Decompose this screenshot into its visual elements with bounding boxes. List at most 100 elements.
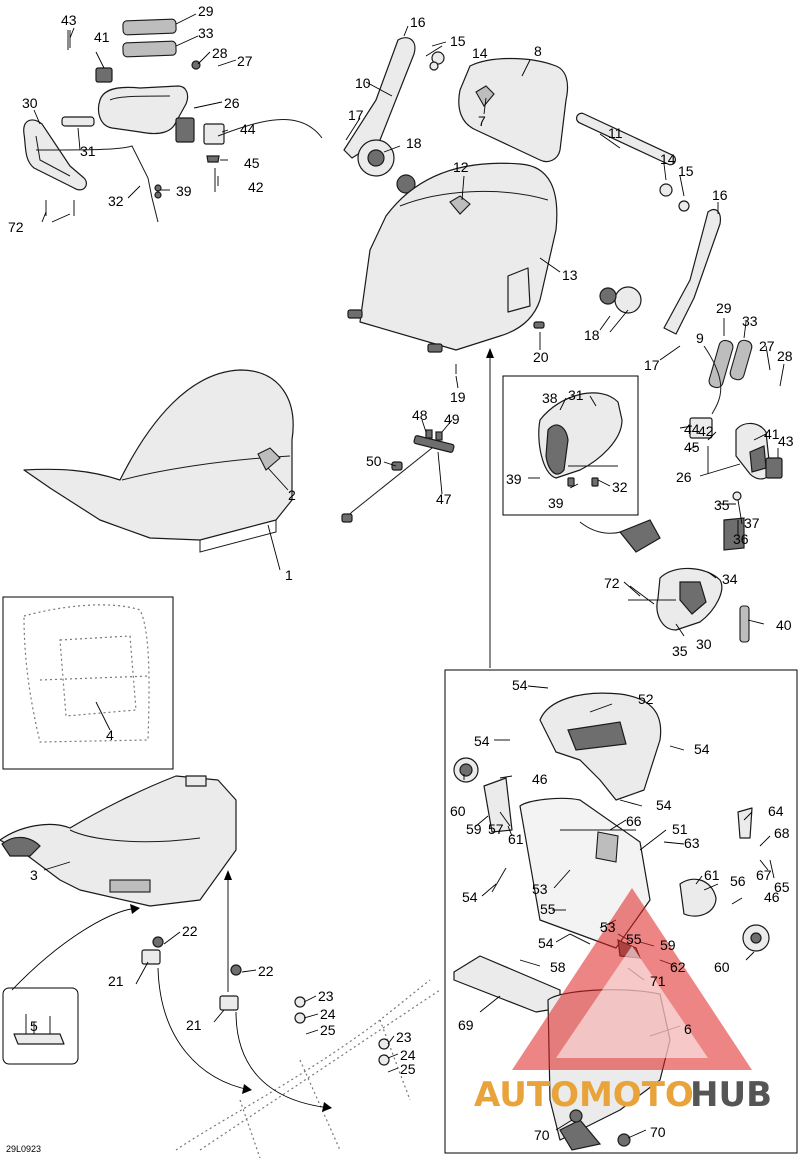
callout-32b: 32 xyxy=(612,479,628,495)
callout-54c: 54 xyxy=(694,741,710,757)
callout-36: 36 xyxy=(733,531,749,547)
callout-59b: 59 xyxy=(660,937,676,953)
seat-base xyxy=(0,775,242,1045)
callout-72a: 72 xyxy=(8,219,24,235)
callout-29b: 29 xyxy=(716,300,732,316)
callout-54d: 54 xyxy=(656,797,672,813)
detail-frame-right xyxy=(444,669,798,1154)
detail-frame-center xyxy=(502,375,639,516)
callout-43a: 43 xyxy=(61,12,77,28)
callout-60a: 60 xyxy=(450,803,466,819)
callout-34: 34 xyxy=(722,571,738,587)
callout-22a: 22 xyxy=(182,923,198,939)
detail-frame-left xyxy=(2,596,174,770)
callout-24b: 24 xyxy=(400,1047,416,1063)
chassis-outline xyxy=(175,979,441,1158)
callout-21b: 21 xyxy=(186,1017,202,1033)
callout-54a: 54 xyxy=(512,677,528,693)
callout-19: 19 xyxy=(450,389,466,405)
callout-69: 69 xyxy=(458,1017,474,1033)
callout-54e: 54 xyxy=(462,889,478,905)
callout-45b: 45 xyxy=(684,439,700,455)
callout-42a: 42 xyxy=(248,179,264,195)
backrest-assembly xyxy=(343,37,721,374)
callout-65: 65 xyxy=(774,879,790,895)
callout-17a: 17 xyxy=(348,107,364,123)
callout-55b: 55 xyxy=(626,931,642,947)
callout-9: 9 xyxy=(696,330,704,346)
callout-23a: 23 xyxy=(318,988,334,1004)
left-detail-content xyxy=(23,604,151,743)
callout-64: 64 xyxy=(768,803,784,819)
callout-6: 6 xyxy=(684,1021,692,1037)
callout-54b: 54 xyxy=(474,733,490,749)
callout-39b: 39 xyxy=(506,471,522,487)
callout-62: 62 xyxy=(670,959,686,975)
watermark-text-left: AUTOMOTO xyxy=(474,1075,694,1115)
callout-61a: 61 xyxy=(508,831,524,847)
callout-2: 2 xyxy=(288,487,296,503)
callout-55a: 55 xyxy=(540,901,556,917)
callout-68: 68 xyxy=(774,825,790,841)
callout-46b: 46 xyxy=(764,889,780,905)
callout-47: 47 xyxy=(436,491,452,507)
callout-27b: 27 xyxy=(759,338,775,354)
callout-32a: 32 xyxy=(108,193,124,209)
callout-15a: 15 xyxy=(450,33,466,49)
callout-14b: 14 xyxy=(660,151,676,167)
right-upper-assembly xyxy=(628,339,783,643)
callout-39c: 39 xyxy=(548,495,564,511)
callout-7: 7 xyxy=(478,113,486,129)
callout-52: 52 xyxy=(638,691,654,707)
callout-41b: 41 xyxy=(764,426,780,442)
callout-61b: 61 xyxy=(704,867,720,883)
callout-35a: 35 xyxy=(714,497,730,513)
callout-53b: 53 xyxy=(600,919,616,935)
callout-58: 58 xyxy=(550,959,566,975)
callout-17b: 17 xyxy=(644,357,660,373)
callout-26b: 26 xyxy=(676,469,692,485)
callout-35b: 35 xyxy=(672,643,688,659)
center-detail-content xyxy=(538,392,623,487)
callout-57: 57 xyxy=(488,821,504,837)
detail-frame-bracket xyxy=(2,987,79,1065)
callout-53a: 53 xyxy=(532,881,548,897)
callout-11: 11 xyxy=(608,125,623,141)
callout-3: 3 xyxy=(30,867,38,883)
wiring-harness xyxy=(341,429,661,553)
callout-72b: 72 xyxy=(604,575,620,591)
callout-70a: 70 xyxy=(534,1127,550,1143)
callout-28b: 28 xyxy=(777,348,793,364)
callout-13: 13 xyxy=(562,267,578,283)
callout-8: 8 xyxy=(534,43,542,59)
callout-30b: 30 xyxy=(696,636,712,652)
callout-14a: 14 xyxy=(472,45,488,61)
callout-16b: 16 xyxy=(712,187,728,203)
callout-28a: 28 xyxy=(212,45,228,61)
callout-37: 37 xyxy=(744,515,760,531)
callout-labels: 1 2 3 4 5 6 7 8 9 10 11 12 13 14 14 15 1… xyxy=(8,3,794,1143)
callout-24a: 24 xyxy=(320,1006,336,1022)
callout-40: 40 xyxy=(776,617,792,633)
top-left-assembly xyxy=(23,18,323,223)
callout-51: 51 xyxy=(672,821,688,837)
diagram-code: 29L0923 xyxy=(6,1144,41,1154)
seat-assembly xyxy=(23,369,294,553)
callout-56: 56 xyxy=(730,873,746,889)
callout-5: 5 xyxy=(30,1018,38,1034)
callout-33b: 33 xyxy=(742,313,758,329)
callout-27a: 27 xyxy=(237,53,253,69)
callout-45a: 45 xyxy=(244,155,260,171)
callout-48: 48 xyxy=(412,407,428,423)
callout-ticks xyxy=(33,13,785,1139)
callout-15b: 15 xyxy=(678,163,694,179)
watermark: AUTOMOTO HUB xyxy=(474,888,772,1115)
callout-20: 20 xyxy=(533,349,549,365)
callout-12: 12 xyxy=(453,159,469,175)
callout-31b: 31 xyxy=(568,387,584,403)
watermark-text-right: HUB xyxy=(690,1075,772,1115)
callout-18b: 18 xyxy=(584,327,600,343)
callout-42b: 42 xyxy=(698,423,714,439)
callout-10: 10 xyxy=(355,75,371,91)
callout-25b: 25 xyxy=(400,1061,416,1077)
